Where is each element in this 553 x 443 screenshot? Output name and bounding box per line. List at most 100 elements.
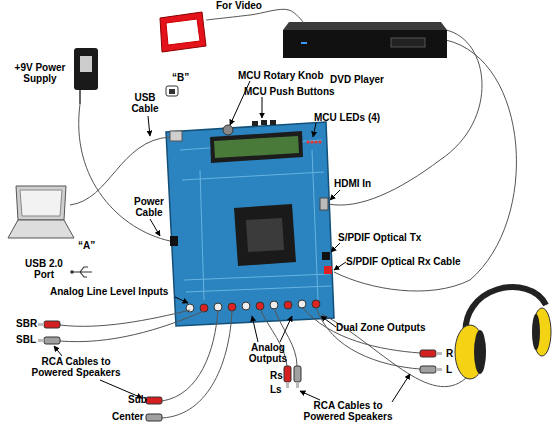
led (314, 140, 317, 143)
leader-arrow (148, 116, 150, 136)
leader-arrow (392, 374, 410, 402)
dvd-player: DVD Player (283, 22, 447, 58)
adapter-body (74, 48, 98, 90)
control-callout: MCU Rotary Knob (238, 70, 324, 81)
laptop-base (8, 220, 74, 238)
push-button (270, 120, 276, 125)
rca-jack (270, 301, 278, 309)
indicator-callout: MCU LEDs (4) (314, 112, 380, 123)
rca-plug-tip (296, 382, 299, 388)
monitor-screen (166, 19, 200, 45)
laptop: “A”USB 2.0 Port (6, 186, 76, 240)
usb-b-jack (170, 131, 182, 141)
leader-arrow (150, 219, 160, 236)
player-body (283, 30, 447, 58)
push-button (261, 120, 267, 125)
usb-cable (70, 137, 170, 205)
cable-callout: S/PDIF Optical Rx Cable (346, 256, 460, 267)
leader-arrow (331, 243, 340, 252)
port-callout: HDMI In (334, 178, 371, 189)
power-adapter: +9V Power Supply (74, 48, 98, 104)
device-label: +9V Power Supply (8, 62, 72, 84)
push-button (252, 121, 258, 126)
chip (246, 218, 284, 252)
chip-socket (234, 204, 296, 266)
leader-arrow (321, 316, 336, 327)
cable-callout: RCA Cables to Powered Speakers (300, 400, 396, 422)
rca-plug (146, 397, 162, 404)
rca-jack (242, 302, 250, 310)
optical-tx-jack (322, 252, 330, 260)
node-outline (6, 186, 76, 240)
rca-cable (162, 310, 218, 401)
rca-plug (420, 350, 436, 357)
laptop-lid (16, 186, 66, 220)
usb-b-icon (166, 86, 178, 96)
rca-plug-tip (38, 339, 44, 342)
led (306, 140, 309, 143)
control-callout: MCU Push Buttons (244, 86, 335, 97)
optical-rx-jack (324, 266, 332, 274)
rotary-knob (223, 125, 233, 135)
channel-label: Ls (270, 384, 282, 395)
adapter-sticker (80, 56, 92, 72)
leader-arrow (330, 190, 340, 200)
rca-jack (200, 304, 208, 312)
leader-arrow (252, 316, 258, 342)
cable-callout: RCA Cables to Powered Speakers (28, 356, 124, 378)
headphone-pad (532, 314, 540, 350)
device-label: For Video (216, 0, 262, 11)
rca-plug (146, 414, 162, 421)
hdmi-jack (320, 198, 328, 210)
rca-cable (316, 307, 420, 369)
power-cable (79, 104, 170, 241)
port-callout: Analog Line Level Inputs (50, 286, 168, 297)
player-top (283, 22, 447, 30)
channel-label: SBL (16, 334, 36, 345)
leader-arrow (280, 316, 292, 342)
monitor-frame (160, 12, 206, 52)
leader-arrow (54, 346, 62, 356)
rca-plug (284, 366, 291, 382)
led (318, 140, 321, 143)
rca-plug (294, 366, 301, 382)
laptop-screen (20, 190, 62, 216)
channel-label: SBR (16, 318, 37, 329)
usb-b-icon (169, 89, 175, 94)
lcd-display (214, 136, 299, 158)
lcd-frame (210, 131, 303, 163)
device-label: “A” (78, 240, 95, 251)
video-cable (206, 9, 303, 22)
device-label: DVD Player (330, 74, 384, 85)
rca-plug (420, 366, 436, 373)
board-traces (180, 140, 331, 300)
channel-label: R (446, 348, 453, 359)
rca-jack (284, 301, 292, 309)
rca-plug-tip (38, 323, 44, 326)
channel-label: Sub (128, 394, 147, 405)
power-jack (170, 236, 178, 246)
rca-cable (60, 311, 204, 342)
channel-label: L (446, 364, 452, 375)
rca-plug (44, 321, 60, 328)
usb-symbol (72, 267, 92, 277)
rca-jack (214, 303, 222, 311)
headphone-cup (455, 325, 485, 379)
headphone-cup (533, 308, 551, 356)
node-outline (156, 12, 206, 52)
usb-symbol (70, 270, 74, 274)
headphone-pad (474, 330, 486, 374)
leader-arrow (334, 262, 346, 270)
cable-callout: Power Cable (130, 196, 168, 218)
power-light (301, 42, 307, 44)
led (310, 140, 313, 143)
channel-label: Center (112, 411, 144, 422)
rca-plug-tip (286, 382, 289, 388)
port-callout: Analog Outputs (246, 342, 290, 364)
rca-jack (312, 300, 320, 308)
device-label: USB 2.0 Port (22, 258, 66, 280)
port-callout: Dual Zone Outputs (336, 322, 425, 333)
